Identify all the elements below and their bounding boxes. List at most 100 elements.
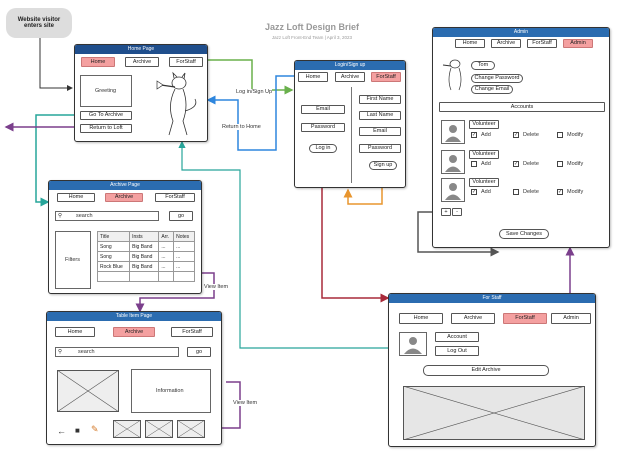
- person-icon: [404, 337, 422, 354]
- table-item-nav-home[interactable]: Home: [55, 327, 95, 337]
- table-row: [96, 271, 195, 282]
- signup-email-field[interactable]: Email: [359, 127, 401, 136]
- archive-go-button[interactable]: go: [169, 211, 193, 221]
- login-password-field[interactable]: Password: [301, 123, 345, 132]
- add-account-button[interactable]: +: [441, 208, 451, 216]
- account-3-delete-label: Delete: [523, 189, 539, 195]
- page-subtitle: Jazz Loft Front-End Team | April 3, 2023: [271, 35, 353, 40]
- cell-insts: Big Band: [129, 261, 160, 272]
- account-1-delete-checkbox[interactable]: ✓: [513, 132, 519, 138]
- account-avatar-1: [441, 120, 465, 144]
- connector-login-signup: [208, 59, 294, 95]
- go-to-archive-button[interactable]: Go To Archive: [80, 111, 132, 120]
- login-nav-home[interactable]: Home: [298, 72, 328, 82]
- remove-account-button[interactable]: -: [452, 208, 462, 216]
- table-item-information-box: Information: [131, 369, 211, 413]
- table-item-search-input[interactable]: ⚲ search: [55, 347, 179, 357]
- connector-start-to-home: [39, 38, 73, 91]
- trash-icon[interactable]: ■: [75, 426, 80, 435]
- return-to-loft-button[interactable]: Return to Loft: [80, 124, 132, 133]
- account-2-delete-checkbox[interactable]: ✓: [513, 161, 519, 167]
- account-role-1[interactable]: Volunteer: [469, 120, 499, 129]
- home-nav-forstaff[interactable]: ForStaff: [169, 57, 203, 67]
- forstaff-page-frame: For Staff Home Archive ForStaff Admin Ac…: [388, 293, 596, 447]
- login-email-field[interactable]: Email: [301, 105, 345, 114]
- connector-label-return-to-home: Return to Home: [222, 124, 261, 130]
- archive-table: Title Insts Arr. Notes Song Big Band ...…: [96, 231, 195, 282]
- home-nav-home[interactable]: Home: [81, 57, 115, 67]
- signup-password-field[interactable]: Password: [359, 144, 401, 153]
- cell-insts: Big Band: [129, 251, 160, 262]
- login-nav-archive[interactable]: Archive: [335, 72, 365, 82]
- cell-notes: ...: [173, 251, 195, 262]
- thumbnail-1[interactable]: [113, 420, 141, 438]
- archive-page-header: Archive Page: [49, 181, 201, 190]
- table-item-nav-forstaff[interactable]: ForStaff: [171, 327, 213, 337]
- table-item-nav-archive[interactable]: Archive: [113, 327, 155, 337]
- admin-nav-admin[interactable]: Admin: [563, 39, 593, 48]
- connector-admin-gray: [417, 211, 500, 257]
- admin-nav-archive[interactable]: Archive: [491, 39, 521, 48]
- table-row[interactable]: Song Big Band ... ...: [96, 241, 195, 252]
- home-greeting-label: Greeting: [95, 88, 117, 94]
- login-divider: [351, 87, 352, 183]
- home-nav-archive[interactable]: Archive: [125, 57, 159, 67]
- account-3-modify-checkbox[interactable]: ✓: [557, 189, 563, 195]
- signup-button[interactable]: Sign up: [369, 161, 397, 170]
- pencil-icon[interactable]: ✎: [91, 424, 99, 434]
- change-password-button[interactable]: Change Password: [471, 74, 523, 83]
- account-2-add-checkbox[interactable]: [471, 161, 477, 167]
- save-changes-button[interactable]: Save Changes: [499, 229, 549, 239]
- cell-arr: ...: [158, 241, 175, 252]
- thumbnail-2[interactable]: [145, 420, 173, 438]
- cell-arr: ...: [158, 261, 175, 272]
- table-item-information-label: Information: [156, 388, 184, 394]
- account-2-modify-checkbox[interactable]: [557, 161, 563, 167]
- connector-forstaff-to-home: [178, 140, 398, 349]
- forstaff-nav-admin[interactable]: Admin: [551, 313, 591, 324]
- admin-page-frame: Admin Home Archive ForStaff Admin Tom Ch…: [432, 27, 610, 248]
- forstaff-page-header: For Staff: [389, 294, 595, 303]
- account-button[interactable]: Account: [435, 332, 479, 342]
- signup-first-name-field[interactable]: First Name: [359, 95, 401, 104]
- login-button[interactable]: Log in: [309, 144, 337, 153]
- table-row[interactable]: Rock Blue Big Band ... ...: [96, 261, 195, 272]
- table-row[interactable]: Song Big Band ... ...: [96, 251, 195, 262]
- forstaff-avatar: [399, 332, 427, 356]
- login-nav-forstaff[interactable]: ForStaff: [371, 72, 401, 82]
- archive-filters-panel[interactable]: Filters: [55, 231, 91, 289]
- table-item-go-button[interactable]: go: [187, 347, 211, 357]
- account-1-add-checkbox[interactable]: ✓: [471, 132, 477, 138]
- edit-archive-button[interactable]: Edit Archive: [423, 365, 549, 376]
- back-arrow-icon[interactable]: ←: [57, 426, 66, 436]
- forstaff-nav-forstaff[interactable]: ForStaff: [503, 313, 547, 324]
- archive-search-input[interactable]: ⚲ search: [55, 211, 159, 221]
- account-3-add-checkbox[interactable]: ✓: [471, 189, 477, 195]
- archive-nav-archive[interactable]: Archive: [105, 193, 143, 202]
- forstaff-nav-home[interactable]: Home: [399, 313, 443, 324]
- admin-nav-forstaff[interactable]: ForStaff: [527, 39, 557, 48]
- account-1-modify-checkbox[interactable]: [557, 132, 563, 138]
- account-2-modify-label: Modify: [567, 161, 584, 167]
- account-role-2[interactable]: Volunteer: [469, 150, 499, 159]
- signup-last-name-field[interactable]: Last Name: [359, 111, 401, 120]
- connector-label-view-item-2: View Item: [233, 400, 258, 406]
- person-icon: [445, 155, 461, 172]
- archive-filters-label: Filters: [65, 257, 80, 263]
- change-email-button[interactable]: Change Email: [471, 85, 513, 94]
- forstaff-nav-archive[interactable]: Archive: [451, 313, 495, 324]
- archive-nav-forstaff[interactable]: ForStaff: [155, 193, 195, 202]
- archive-nav-home[interactable]: Home: [57, 193, 95, 202]
- account-avatar-2: [441, 150, 465, 174]
- log-out-button[interactable]: Log Out: [435, 346, 479, 356]
- home-greeting-box: Greeting: [80, 75, 132, 107]
- account-role-3[interactable]: Volunteer: [469, 178, 499, 187]
- accounts-header: Accounts: [439, 102, 605, 112]
- account-3-delete-checkbox[interactable]: [513, 189, 519, 195]
- admin-nav-home[interactable]: Home: [455, 39, 485, 48]
- thumbnail-3[interactable]: [177, 420, 205, 438]
- col-title: Title: [96, 231, 131, 242]
- col-insts: Insts: [129, 231, 160, 242]
